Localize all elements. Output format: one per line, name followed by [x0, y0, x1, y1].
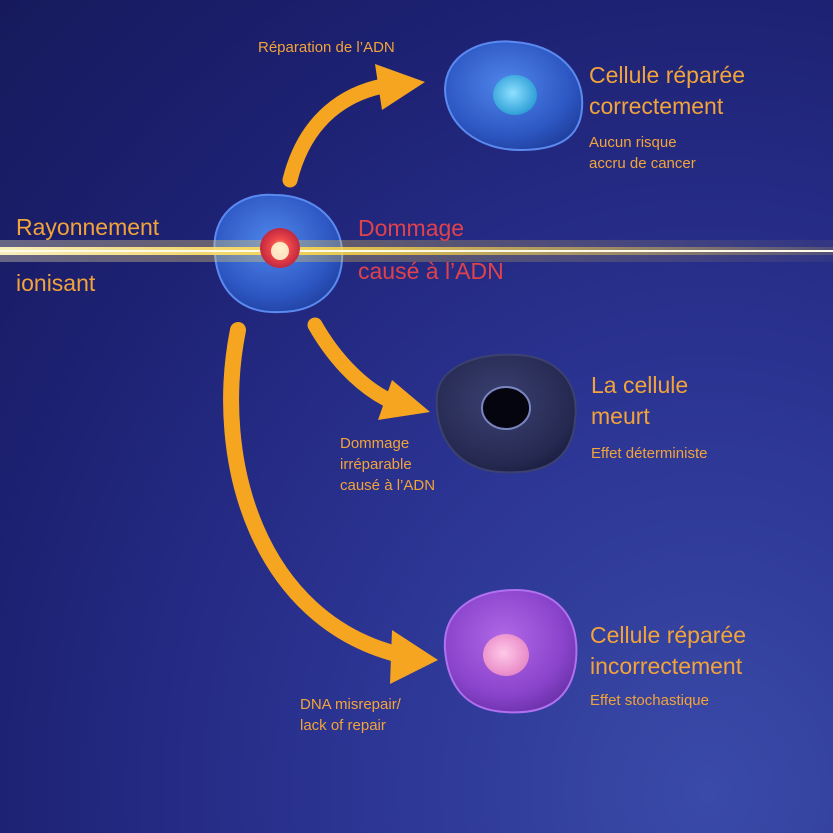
damage-label-line2: causé à l’ADN: [358, 258, 504, 284]
damaged-nucleus: [260, 228, 300, 268]
death-title-line2: meurt: [591, 403, 650, 429]
repaired-nucleus: [493, 75, 537, 115]
repair-path-label: Réparation de l’ADN: [258, 39, 395, 56]
arrow-to-misrepaired: [223, 322, 438, 684]
repaired-title-line1: Cellule réparée: [589, 62, 745, 88]
radiation-label-line1: Rayonnement: [16, 214, 160, 240]
misrepair-label-line1: DNA misrepair/: [300, 696, 401, 713]
repaired-title-line2: correctement: [589, 93, 724, 119]
radiation-beam: [0, 240, 833, 262]
misrepair-label-line2: lack of repair: [300, 717, 386, 734]
damage-label-line1: Dommage: [358, 215, 465, 241]
repaired-cell: [443, 40, 584, 152]
irreparable-label-line1: Dommage: [340, 435, 410, 452]
misrepaired-note: Effet stochastique: [590, 692, 709, 709]
misrepaired-nucleus: [483, 634, 529, 676]
irreparable-label-line3: causé à l’ADN: [340, 477, 436, 494]
dead-nucleus: [481, 386, 531, 430]
repaired-note-line1: Aucun risque: [589, 134, 677, 151]
misrepaired-cell: [443, 588, 578, 714]
dead-cell: [435, 353, 577, 474]
misrepaired-title-line2: incorrectement: [590, 653, 743, 679]
death-title-line1: La cellule: [591, 372, 689, 398]
death-note: Effet déterministe: [591, 445, 708, 462]
radiation-label-line2: ionisant: [16, 270, 96, 296]
arrow-to-repaired: [282, 64, 425, 188]
repaired-note-line2: accru de cancer: [589, 155, 696, 172]
arrow-to-death: [307, 317, 430, 420]
irreparable-label-line2: irréparable: [340, 456, 412, 473]
misrepaired-title-line1: Cellule réparée: [590, 622, 746, 648]
